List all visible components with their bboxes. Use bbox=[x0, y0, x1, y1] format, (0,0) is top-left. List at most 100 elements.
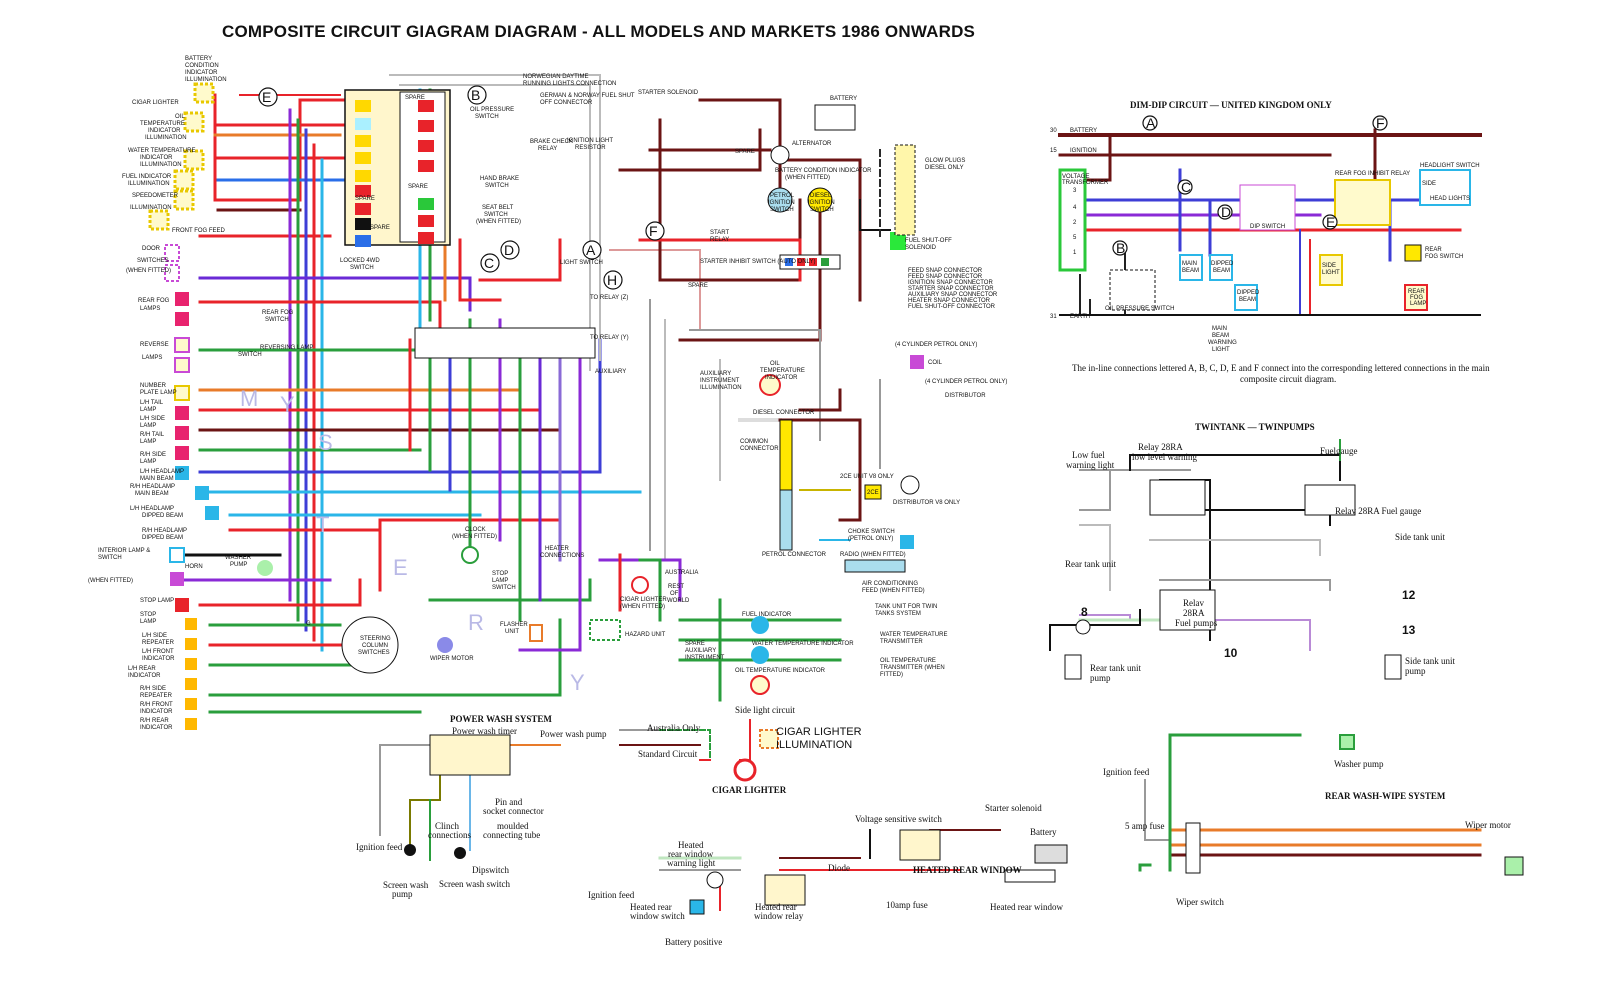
svg-text:FOG: FOG bbox=[1410, 295, 1423, 301]
svg-text:STARTER INHIBIT SWITCH (AUTO O: STARTER INHIBIT SWITCH (AUTO ONLY) bbox=[700, 259, 815, 265]
svg-text:HAZARD UNIT: HAZARD UNIT bbox=[625, 632, 666, 638]
svg-text:LIGHT: LIGHT bbox=[1212, 347, 1230, 353]
svg-text:FEED SNAP CONNECTOR: FEED SNAP CONNECTOR bbox=[908, 268, 983, 274]
svg-text:TRANSFORMER: TRANSFORMER bbox=[1062, 180, 1109, 186]
svg-text:SWITCHES: SWITCHES bbox=[137, 258, 169, 264]
svg-text:REAR FOG: REAR FOG bbox=[262, 310, 294, 316]
svg-text:INDICATOR: INDICATOR bbox=[140, 725, 173, 731]
svg-text:IGNITION LIGHT: IGNITION LIGHT bbox=[567, 138, 613, 144]
svg-text:M: M bbox=[240, 386, 258, 411]
svg-text:INSTRUMENT: INSTRUMENT bbox=[700, 378, 740, 384]
svg-text:WATER TEMPERATURE: WATER TEMPERATURE bbox=[880, 632, 947, 638]
svg-text:MAIN BEAM: MAIN BEAM bbox=[140, 476, 174, 482]
svg-text:WORLD: WORLD bbox=[667, 598, 690, 604]
svg-text:Side tank unit: Side tank unit bbox=[1405, 656, 1455, 666]
svg-text:FLASHER: FLASHER bbox=[500, 622, 528, 628]
svg-text:BEAM: BEAM bbox=[1239, 297, 1256, 303]
svg-text:GERMAN & NORWAY FUEL SHUT: GERMAN & NORWAY FUEL SHUT bbox=[540, 93, 635, 99]
svg-text:10: 10 bbox=[1224, 646, 1238, 660]
svg-text:(PETROL ONLY): (PETROL ONLY) bbox=[848, 536, 893, 542]
svg-text:TRANSMITTER: TRANSMITTER bbox=[880, 639, 923, 645]
svg-text:L/H SIDE: L/H SIDE bbox=[140, 416, 165, 422]
svg-text:PUMP: PUMP bbox=[230, 562, 247, 568]
svg-text:COIL: COIL bbox=[928, 360, 943, 366]
svg-text:BATTERY: BATTERY bbox=[1070, 128, 1097, 134]
svg-text:SIDE: SIDE bbox=[1422, 181, 1436, 187]
svg-text:SWITCH: SWITCH bbox=[485, 183, 509, 189]
svg-text:RESISTOR: RESISTOR bbox=[575, 145, 606, 151]
svg-text:(WHEN FITTED): (WHEN FITTED) bbox=[620, 604, 665, 610]
svg-text:VOLTAGE: VOLTAGE bbox=[1062, 174, 1089, 180]
svg-text:31: 31 bbox=[1050, 314, 1057, 320]
svg-text:MAIN: MAIN bbox=[1212, 326, 1227, 332]
svg-text:Heated rear: Heated rear bbox=[755, 902, 797, 912]
svg-text:INDICATOR: INDICATOR bbox=[128, 673, 161, 679]
svg-text:INDICATOR: INDICATOR bbox=[765, 375, 798, 381]
svg-text:DIPPED BEAM: DIPPED BEAM bbox=[142, 513, 183, 519]
battery-condition-label: BATTERY bbox=[185, 56, 212, 62]
svg-text:rear window: rear window bbox=[668, 849, 714, 859]
svg-text:TO RELAY (Z): TO RELAY (Z) bbox=[590, 295, 628, 301]
svg-text:low level warning: low level warning bbox=[1132, 452, 1197, 462]
svg-text:L/H REAR: L/H REAR bbox=[128, 666, 156, 672]
svg-text:SPARE: SPARE bbox=[405, 95, 425, 101]
svg-text:SPEEDOMETER: SPEEDOMETER bbox=[132, 193, 179, 199]
svg-text:FUEL SHUT-OFF CONNECTOR: FUEL SHUT-OFF CONNECTOR bbox=[908, 304, 996, 310]
svg-text:3: 3 bbox=[1073, 188, 1077, 194]
svg-text:Battery: Battery bbox=[1030, 827, 1057, 837]
svg-text:OF: OF bbox=[670, 591, 679, 597]
svg-text:OIL TEMPERATURE: OIL TEMPERATURE bbox=[880, 658, 936, 664]
svg-text:LAMP: LAMP bbox=[1410, 301, 1426, 307]
svg-text:REVERSE: REVERSE bbox=[140, 342, 169, 348]
svg-text:SEAT BELT: SEAT BELT bbox=[482, 205, 514, 211]
svg-text:30: 30 bbox=[1050, 128, 1057, 134]
svg-text:FRONT FOG FEED: FRONT FOG FEED bbox=[172, 228, 226, 234]
svg-text:WATER TEMPERATURE: WATER TEMPERATURE bbox=[128, 148, 195, 154]
svg-text:D: D bbox=[504, 242, 514, 258]
svg-text:2CE UNIT V8 ONLY: 2CE UNIT V8 ONLY bbox=[840, 474, 894, 480]
svg-text:FUEL INDICATOR: FUEL INDICATOR bbox=[742, 612, 792, 618]
svg-text:SWITCHES: SWITCHES bbox=[358, 650, 390, 656]
svg-text:DISTRIBUTOR: DISTRIBUTOR bbox=[945, 393, 986, 399]
svg-text:Y: Y bbox=[570, 670, 585, 695]
svg-text:(WHEN FITTED): (WHEN FITTED) bbox=[88, 578, 133, 584]
svg-text:REAR FOG: REAR FOG bbox=[138, 298, 170, 304]
svg-text:FOG SWITCH: FOG SWITCH bbox=[1425, 254, 1463, 260]
svg-text:2CE: 2CE bbox=[867, 490, 879, 496]
svg-text:SPARE: SPARE bbox=[735, 149, 755, 155]
svg-text:INDICATOR: INDICATOR bbox=[142, 656, 175, 662]
svg-text:1: 1 bbox=[1073, 250, 1077, 256]
svg-text:MAIN BEAM: MAIN BEAM bbox=[135, 491, 169, 497]
svg-text:Dipswitch: Dipswitch bbox=[472, 865, 509, 875]
svg-text:E: E bbox=[262, 89, 271, 105]
svg-text:SPARE: SPARE bbox=[355, 196, 375, 202]
svg-text:B: B bbox=[471, 87, 480, 103]
svg-text:5: 5 bbox=[1073, 235, 1077, 241]
svg-text:CIGAR LIGHTER: CIGAR LIGHTER bbox=[620, 597, 667, 603]
svg-text:warning light: warning light bbox=[667, 858, 716, 868]
svg-text:OIL: OIL bbox=[770, 361, 780, 367]
svg-text:TEMPERATURE: TEMPERATURE bbox=[140, 121, 185, 127]
svg-text:Screen wash: Screen wash bbox=[383, 880, 429, 890]
svg-text:Clinch: Clinch bbox=[435, 821, 459, 831]
svg-text:Starter solenoid: Starter solenoid bbox=[985, 803, 1042, 813]
svg-text:4: 4 bbox=[1073, 205, 1077, 211]
svg-text:LAMPS: LAMPS bbox=[142, 355, 162, 361]
svg-text:BEAM: BEAM bbox=[1212, 333, 1229, 339]
svg-text:IGNITION: IGNITION bbox=[768, 200, 795, 206]
svg-text:IGNITION SNAP CONNECTOR: IGNITION SNAP CONNECTOR bbox=[908, 280, 993, 286]
svg-text:DIPPED BEAM: DIPPED BEAM bbox=[142, 535, 183, 541]
svg-text:SWITCH: SWITCH bbox=[810, 207, 834, 213]
svg-text:R/H TAIL: R/H TAIL bbox=[140, 432, 165, 438]
svg-text:WARNING: WARNING bbox=[1208, 340, 1237, 346]
svg-text:REAR: REAR bbox=[1425, 247, 1442, 253]
svg-text:REPEATER: REPEATER bbox=[142, 640, 175, 646]
svg-text:MAIN: MAIN bbox=[1182, 261, 1197, 267]
svg-text:Standard Circuit: Standard Circuit bbox=[638, 749, 698, 759]
svg-text:window switch: window switch bbox=[630, 911, 685, 921]
svg-text:INDICATOR: INDICATOR bbox=[140, 709, 173, 715]
svg-text:LOCKED 4WD: LOCKED 4WD bbox=[340, 258, 380, 264]
svg-text:BEAM: BEAM bbox=[1213, 268, 1230, 274]
svg-text:ALTERNATOR: ALTERNATOR bbox=[792, 141, 832, 147]
svg-text:Pin and: Pin and bbox=[495, 797, 523, 807]
